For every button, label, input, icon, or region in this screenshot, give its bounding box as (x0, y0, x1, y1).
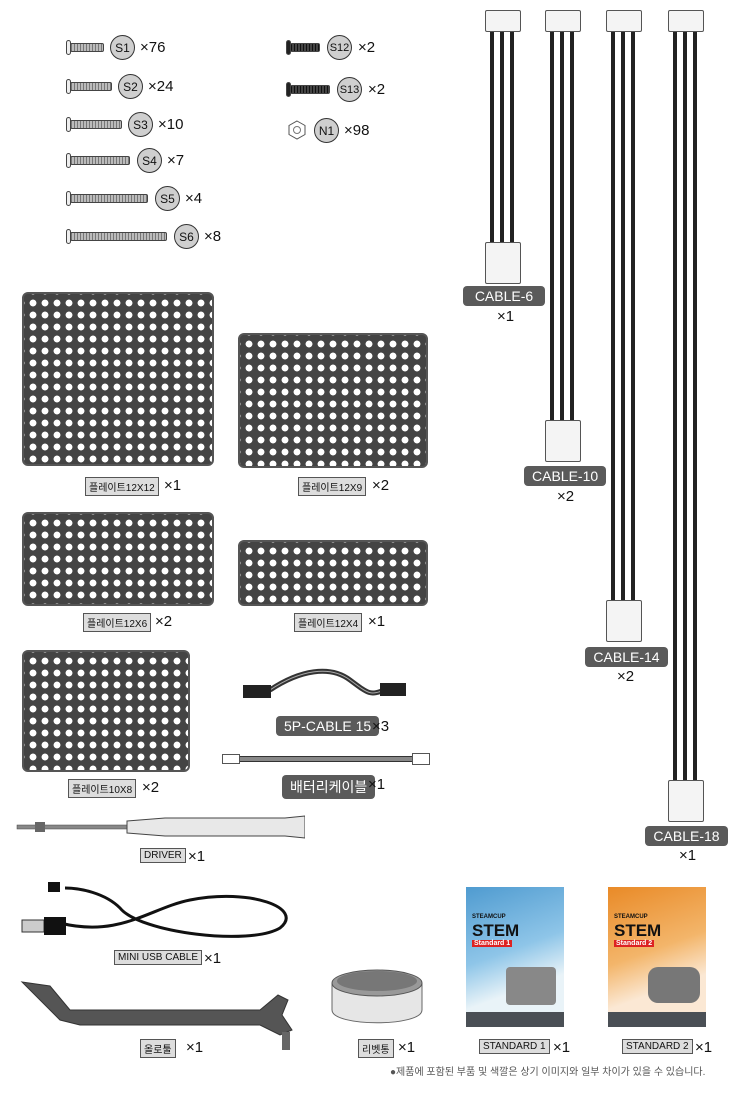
cable-label: 배터리케이블 (282, 775, 376, 799)
qty: ×2 (372, 477, 390, 494)
plate-label: 플레이트12X9 (298, 477, 367, 496)
book-subtitle: Standard 1 (472, 940, 513, 947)
qty: ×24 (148, 78, 174, 95)
qty: ×1 (398, 1039, 416, 1056)
item-label: 리벳통 (358, 1039, 394, 1058)
qty: ×2 (368, 81, 386, 98)
qty: ×1 (695, 1039, 713, 1056)
item-label: MINI USB CABLE (114, 950, 203, 965)
plate-12x9 (238, 333, 428, 468)
screw-s6 (70, 232, 167, 241)
battery-cable-image (222, 752, 430, 766)
rivet-box-image (331, 969, 423, 1024)
usb-cable-image (21, 882, 288, 938)
cable-label: CABLE-14 (585, 647, 668, 667)
cable-label: CABLE-10 (524, 466, 606, 486)
book-title: STEM (614, 921, 662, 940)
screwdriver-image (16, 815, 305, 839)
qty: ×3 (372, 718, 390, 735)
qty: ×1 (368, 613, 386, 630)
qty: ×1 (497, 308, 515, 325)
cable-label: CABLE-18 (645, 826, 728, 846)
screw-s4 (70, 156, 130, 165)
badge-s4: S4 (137, 148, 162, 173)
badge-s3: S3 (128, 112, 153, 137)
qty: ×1 (188, 848, 206, 865)
qty: ×7 (167, 152, 185, 169)
screw-s3 (70, 120, 122, 129)
qty: ×1 (368, 776, 386, 793)
qty: ×76 (140, 39, 166, 56)
qty: ×4 (185, 190, 203, 207)
qty: ×1 (164, 477, 182, 494)
item-label: 올로툴 (140, 1039, 176, 1058)
badge-s12: S12 (327, 35, 352, 60)
plate-label: 플레이트12X12 (85, 477, 159, 496)
item-label: STANDARD 1 (479, 1039, 550, 1054)
5p-cable-image (243, 668, 406, 698)
qty: ×98 (344, 122, 370, 139)
plate-label: 플레이트10X8 (68, 779, 137, 798)
qty: ×10 (158, 116, 184, 133)
plate-12x12 (22, 292, 214, 466)
qty: ×1 (186, 1039, 204, 1056)
badge-n1: N1 (314, 118, 339, 143)
badge-s13: S13 (337, 77, 362, 102)
screw-s13 (290, 85, 330, 94)
plate-label: 플레이트12X4 (294, 613, 363, 632)
book-brand: STEAMCUP (472, 914, 506, 920)
qty: ×2 (155, 613, 173, 630)
plate-12x6 (22, 512, 214, 606)
qty: ×1 (679, 847, 697, 864)
cable-label: CABLE-6 (463, 286, 545, 306)
qty: ×1 (204, 950, 222, 967)
book-brand: STEAMCUP (614, 914, 648, 920)
item-label: STANDARD 2 (622, 1039, 693, 1054)
qty: ×2 (557, 488, 575, 505)
plate-12x4 (238, 540, 428, 606)
book-standard-1: STEAMCUP STEM Standard 1 (466, 887, 564, 1027)
screw-s5 (70, 194, 148, 203)
qty: ×8 (204, 228, 222, 245)
book-standard-2: STEAMCUP STEM Standard 2 (608, 887, 706, 1027)
cable-label: 5P-CABLE 15 (276, 716, 380, 736)
book-title: STEM (472, 921, 520, 940)
nut-icon (288, 120, 306, 140)
badge-s2: S2 (118, 74, 143, 99)
roller-tool-image (20, 981, 293, 1050)
badge-s5: S5 (155, 186, 180, 211)
screw-s2 (70, 82, 112, 91)
footnote: ●제품에 포함된 부품 및 색깔은 상기 이미지와 일부 차이가 있을 수 있습… (390, 1067, 706, 1078)
qty: ×2 (142, 779, 160, 796)
screw-s1 (70, 43, 104, 52)
badge-s1: S1 (110, 35, 135, 60)
book-subtitle: Standard 2 (614, 940, 655, 947)
qty: ×1 (553, 1039, 571, 1056)
badge-s6: S6 (174, 224, 199, 249)
screw-s12 (290, 43, 320, 52)
qty: ×2 (358, 39, 376, 56)
item-label: DRIVER (140, 848, 186, 863)
qty: ×2 (617, 668, 635, 685)
plate-10x8 (22, 650, 190, 772)
plate-label: 플레이트12X6 (83, 613, 152, 632)
